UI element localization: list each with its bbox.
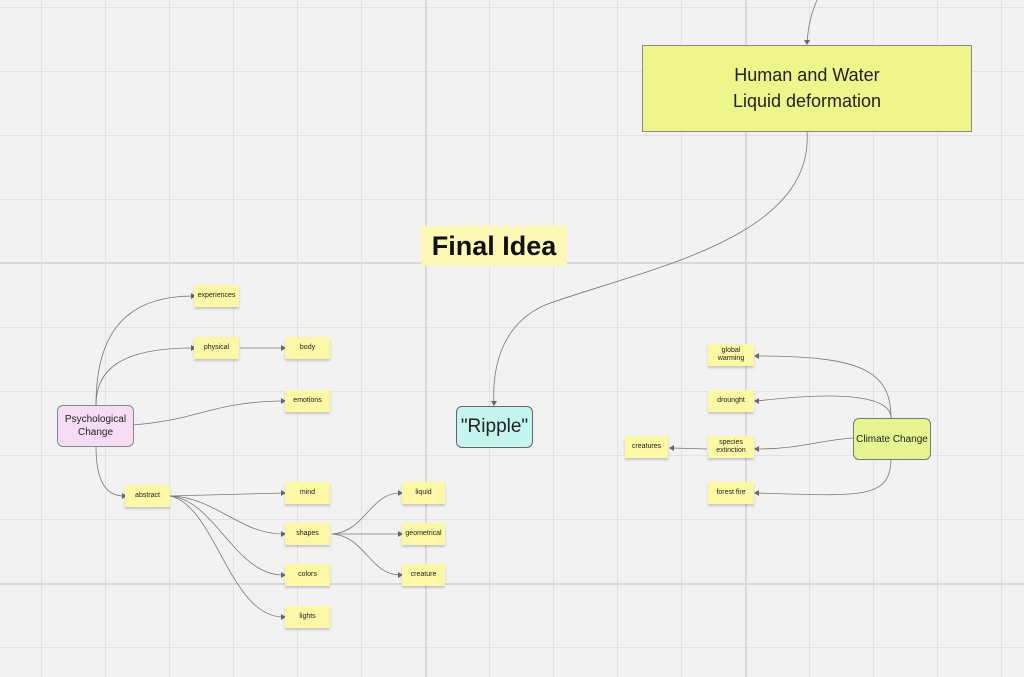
board-title[interactable]: Final Idea [421,226,567,266]
main-idea-box[interactable]: Human and Water Liquid deformation [642,45,972,132]
sticky-drounght[interactable]: drounght [708,390,754,412]
connector [806,0,818,45]
connector [169,492,284,497]
main-idea-line-2: Liquid deformation [732,90,882,111]
connector [131,400,284,426]
sticky-emotions[interactable]: emotions [285,390,330,412]
arrowhead [281,572,286,578]
global-warming-line-2: warming [717,355,745,362]
grid-line [0,583,1024,585]
arrowhead [398,572,403,578]
arrowhead [281,398,286,404]
psychological-change-node[interactable]: Psychological Change [57,405,134,447]
climate-change-node[interactable]: Climate Change [853,418,931,460]
sticky-shapes[interactable]: shapes [285,523,330,545]
arrowhead [804,40,810,45]
connector [95,295,194,406]
connector [331,492,401,535]
arrowhead [754,446,759,452]
sticky-colors[interactable]: colors [285,564,330,586]
arrowhead [281,531,286,537]
sticky-lights[interactable]: lights [285,606,330,628]
connector [671,447,708,450]
sticky-physical[interactable]: physical [194,337,239,359]
sticky-mind[interactable]: mind [285,482,330,504]
sticky-species-extinction[interactable]: species extinction [708,436,754,458]
ripple-node[interactable]: "Ripple" [456,406,533,448]
connector [493,130,808,406]
sticky-experiences[interactable]: experiences [194,285,239,307]
sticky-global-warming[interactable]: global warming [708,344,754,366]
main-idea-line-1: Human and Water [734,65,880,86]
arrowhead [281,345,286,351]
sticky-liquid[interactable]: liquid [402,482,445,504]
arrowhead [669,445,674,451]
arrowhead [754,398,759,404]
connector [756,437,854,450]
sticky-body[interactable]: body [285,337,330,359]
arrowhead [491,401,497,406]
psych-line-2: Change [77,427,114,438]
connector [95,347,194,406]
sticky-creature[interactable]: creature [402,564,445,586]
grid-line [425,0,427,677]
species-line-2: extinction [716,447,746,454]
arrowhead [191,345,196,351]
global-warming-line-1: global [721,346,741,354]
sticky-forest-fire[interactable]: forest fire [708,482,754,504]
arrowhead [398,531,403,537]
connector [756,395,892,419]
arrowhead [122,493,127,499]
sticky-abstract[interactable]: abstract [125,485,170,507]
arrowhead [398,490,403,496]
arrowhead [754,490,759,496]
connector [169,495,284,576]
arrowhead [281,614,286,620]
connector [95,445,125,497]
arrowhead [754,353,759,359]
arrowhead [191,293,196,299]
connector [169,495,284,618]
species-line-1: species [719,438,743,446]
arrowhead [281,490,286,496]
connector [169,495,284,535]
sticky-creatures[interactable]: creatures [625,436,668,458]
connector [331,533,401,576]
sticky-geometrical[interactable]: geometrical [402,523,445,545]
connector [756,355,892,419]
grid-line [745,0,747,677]
psych-line-1: Psychological [64,414,127,425]
connector [756,457,892,496]
